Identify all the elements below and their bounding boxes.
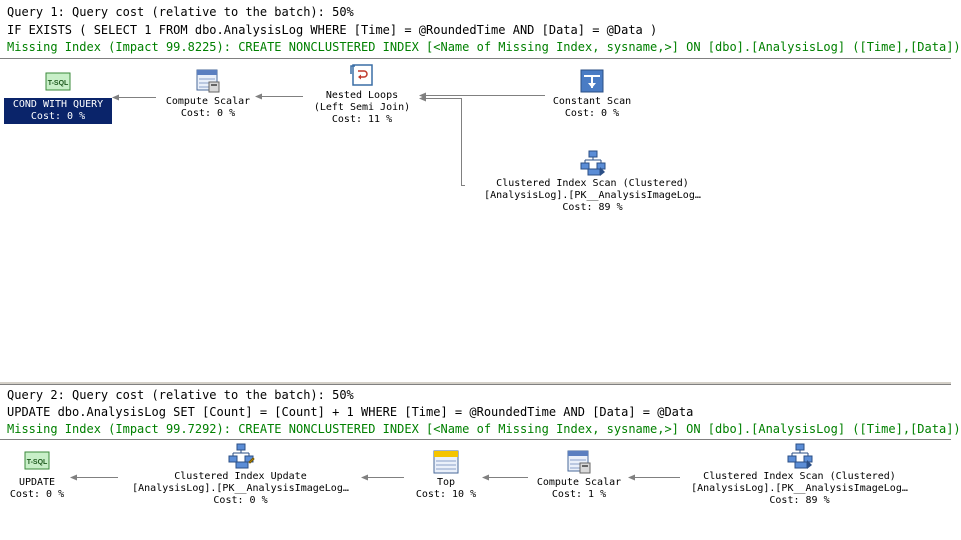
- node-label: Compute Scalar: [536, 477, 622, 488]
- node-label: COND WITH QUERY: [12, 99, 104, 110]
- query2-plan-arrows: [70, 474, 680, 481]
- plan-node-constant-scan[interactable]: Constant Scan Cost: 0 %: [543, 68, 641, 120]
- plan-node-clustered-index-scan[interactable]: Clustered Index Scan (Clustered) [Analys…: [470, 150, 715, 214]
- node-label: Clustered Index Update: [174, 471, 307, 482]
- node-cost: Cost: 0 %: [30, 111, 86, 122]
- node-label: Top: [436, 477, 456, 488]
- plan-node-clustered-index-update[interactable]: Clustered Index Update [AnalysisLog].[PK…: [118, 443, 363, 507]
- clustered-index-update-icon: [228, 443, 255, 469]
- query1-missing-index[interactable]: Missing Index (Impact 99.8225): CREATE N…: [7, 40, 961, 54]
- plan-node-update[interactable]: T-SQL UPDATE Cost: 0 %: [5, 449, 69, 501]
- compute-scalar-icon: [196, 69, 220, 93]
- query2-sql-text: UPDATE dbo.AnalysisLog SET [Count] = [Co…: [7, 405, 694, 419]
- node-sublabel: [AnalysisLog].[PK__AnalysisImageLog…: [132, 483, 349, 494]
- node-sublabel: (Left Semi Join): [313, 102, 411, 113]
- node-label: Constant Scan: [552, 96, 632, 107]
- node-cost: Cost: 10 %: [415, 489, 477, 500]
- query2-cost-line: Query 2: Query cost (relative to the bat…: [7, 388, 354, 402]
- nested-loops-icon: [350, 64, 373, 86]
- query1-cost-line: Query 1: Query cost (relative to the bat…: [7, 5, 354, 19]
- node-label: Compute Scalar: [165, 96, 251, 107]
- clustered-index-scan-icon: [580, 150, 605, 176]
- plan-node-nested-loops[interactable]: Nested Loops (Left Semi Join) Cost: 11 %: [303, 62, 421, 126]
- plan-node-compute-scalar[interactable]: Compute Scalar Cost: 1 %: [529, 449, 629, 501]
- tsql-badge: T-SQL: [27, 459, 48, 466]
- node-sublabel: [AnalysisLog].[PK__AnalysisImageLog…: [484, 190, 701, 201]
- node-label: Clustered Index Scan (Clustered): [496, 178, 689, 189]
- node-sublabel: [AnalysisLog].[PK__AnalysisImageLog…: [691, 483, 908, 494]
- pane-splitter[interactable]: [0, 381, 951, 385]
- clustered-index-scan-icon: [787, 443, 812, 469]
- node-cost: Cost: 0 %: [564, 108, 620, 119]
- plan-node-clustered-index-scan[interactable]: Clustered Index Scan (Clustered) [Analys…: [677, 443, 922, 507]
- node-label: Nested Loops: [325, 90, 399, 101]
- tsql-icon: T-SQL: [24, 451, 50, 470]
- node-cost: Cost: 1 %: [551, 489, 607, 500]
- node-cost: Cost: 0 %: [9, 489, 65, 500]
- query2-missing-index[interactable]: Missing Index (Impact 99.7292): CREATE N…: [7, 422, 961, 436]
- node-cost: Cost: 89 %: [562, 202, 623, 213]
- query1-plan-pane[interactable]: Query 1: Query cost (relative to the bat…: [0, 0, 961, 381]
- query1-plan-arrows: [112, 92, 545, 186]
- compute-scalar-icon: [567, 450, 591, 474]
- plan-node-top[interactable]: Top Cost: 10 %: [406, 449, 486, 501]
- cond-with-query-selection: COND WITH QUERY Cost: 0 %: [4, 98, 112, 124]
- query2-header-divider: [0, 439, 951, 440]
- plan-node-cond-with-query[interactable]: T-SQL COND WITH QUERY Cost: 0 %: [4, 70, 112, 124]
- query1-sql-text: IF EXISTS ( SELECT 1 FROM dbo.AnalysisLo…: [7, 23, 658, 37]
- node-label: UPDATE: [18, 477, 56, 488]
- node-cost: Cost: 0 %: [213, 495, 268, 506]
- node-label: Clustered Index Scan (Clustered): [703, 471, 896, 482]
- node-cost: Cost: 0 %: [180, 108, 236, 119]
- tsql-icon: T-SQL: [45, 72, 71, 91]
- node-cost: Cost: 89 %: [769, 495, 830, 506]
- tsql-badge: T-SQL: [48, 80, 69, 87]
- top-icon: [433, 450, 459, 474]
- constant-scan-icon: [580, 69, 604, 93]
- query1-header-divider: [0, 58, 951, 59]
- plan-node-compute-scalar[interactable]: Compute Scalar Cost: 0 %: [157, 68, 259, 120]
- node-cost: Cost: 11 %: [331, 114, 393, 125]
- query2-plan-pane[interactable]: Query 2: Query cost (relative to the bat…: [0, 385, 961, 540]
